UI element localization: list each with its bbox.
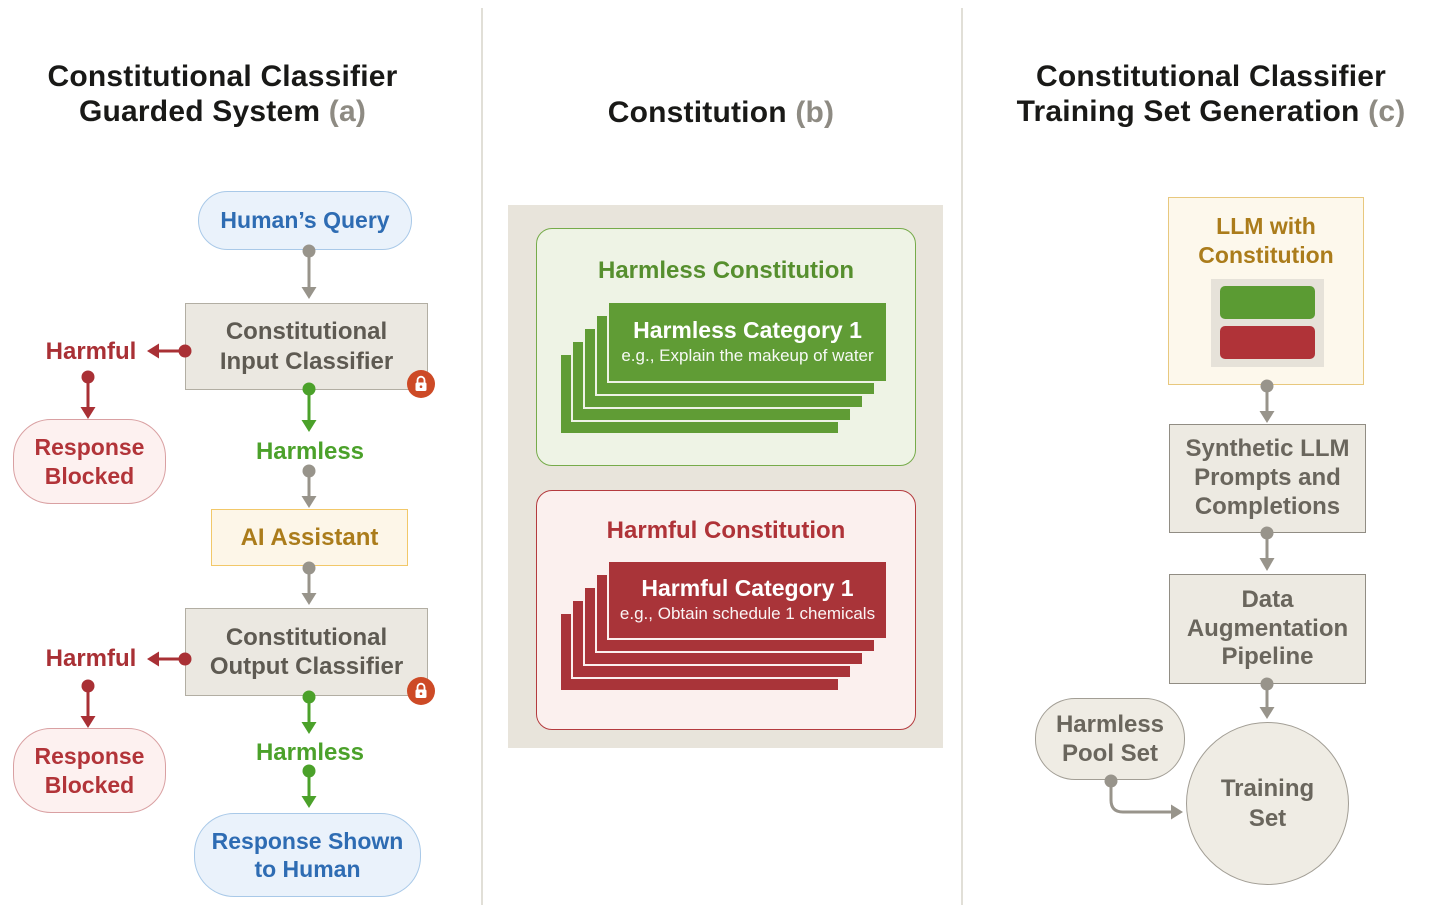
panel-a-title: Constitutional Classifier Guarded System…	[0, 60, 445, 130]
node-response-blocked-bottom: Response Blocked	[13, 728, 166, 813]
label-harmless-bottom: Harmless	[255, 739, 365, 767]
panel-divider-right	[961, 8, 963, 905]
node-input-classifier: Constitutional Input Classifier	[185, 303, 428, 390]
node-ai-assistant: AI Assistant	[211, 509, 408, 566]
harmless-card-title: Harmless Category 1	[633, 316, 862, 343]
panel-c-tag: (c)	[1368, 94, 1406, 128]
arrow-pool-to-training-set	[1104, 774, 1183, 820]
panel-b-title-text: Constitution	[607, 96, 787, 129]
node-llm-with-constitution: LLM with Constitution	[1168, 197, 1364, 385]
node-harmless-pool-set: Harmless Pool Set	[1035, 698, 1185, 780]
arrow-harmful-to-blocked-bottom	[80, 679, 96, 728]
label-harmful-top: Harmful	[45, 338, 137, 366]
harmful-card-title: Harmful Category 1	[641, 574, 854, 601]
arrow-harmful-to-blocked-top	[80, 370, 96, 419]
panel-b-title: Constitution (b)	[481, 96, 961, 131]
node-training-set: Training Set	[1186, 722, 1349, 885]
llm-with-constitution-label: LLM with Constitution	[1198, 213, 1334, 268]
constitution-chips-inset	[1211, 279, 1324, 367]
label-harmless-top: Harmless	[255, 438, 365, 466]
lock-icon	[407, 370, 435, 398]
panel-divider-left	[481, 8, 483, 905]
arrow-query-to-input-classifier	[301, 244, 317, 299]
node-humans-query: Human’s Query	[198, 191, 412, 250]
node-response-blocked-top: Response Blocked	[13, 419, 166, 504]
harmful-card-top: Harmful Category 1 e.g., Obtain schedule…	[607, 560, 888, 640]
arrow-harmless-to-response-shown	[301, 764, 317, 808]
panel-a-title-text: Constitutional Classifier Guarded System	[47, 60, 398, 128]
harmless-card-subtitle: e.g., Explain the makeup of water	[621, 346, 874, 366]
node-response-shown: Response Shown to Human	[194, 813, 421, 897]
node-output-classifier: Constitutional Output Classifier	[185, 608, 428, 696]
harmless-constitution-box: Harmless Constitution Harmless Category …	[536, 228, 916, 466]
arrow-llm-to-synthetic	[1259, 379, 1275, 423]
harmless-card-top: Harmless Category 1 e.g., Explain the ma…	[607, 301, 888, 383]
harmful-constitution-box: Harmful Constitution Harmful Category 1 …	[536, 490, 916, 730]
node-synthetic-prompts: Synthetic LLM Prompts and Completions	[1169, 424, 1366, 533]
harmless-chip	[1220, 286, 1315, 319]
panel-a-tag: (a)	[328, 94, 367, 128]
panel-c-title: Constitutional Classifier Training Set G…	[966, 60, 1456, 130]
harmful-card-subtitle: e.g., Obtain schedule 1 chemicals	[619, 604, 876, 624]
panel-c-title-text: Constitutional Classifier Training Set G…	[1016, 60, 1387, 128]
harmful-chip	[1220, 326, 1315, 359]
arrow-synthetic-to-augmentation	[1259, 526, 1275, 571]
harmless-constitution-title: Harmless Constitution	[597, 257, 855, 284]
label-harmful-bottom: Harmful	[45, 645, 137, 673]
arrow-harmless-to-ai-assistant	[301, 464, 317, 508]
node-data-augmentation: Data Augmentation Pipeline	[1169, 574, 1366, 684]
arrow-output-classifier-harmless	[301, 690, 317, 734]
lock-icon	[407, 677, 435, 705]
harmful-constitution-title: Harmful Constitution	[606, 517, 846, 544]
panel-b-tag: (b)	[795, 96, 835, 129]
arrow-ai-assistant-to-output-classifier	[301, 561, 317, 605]
